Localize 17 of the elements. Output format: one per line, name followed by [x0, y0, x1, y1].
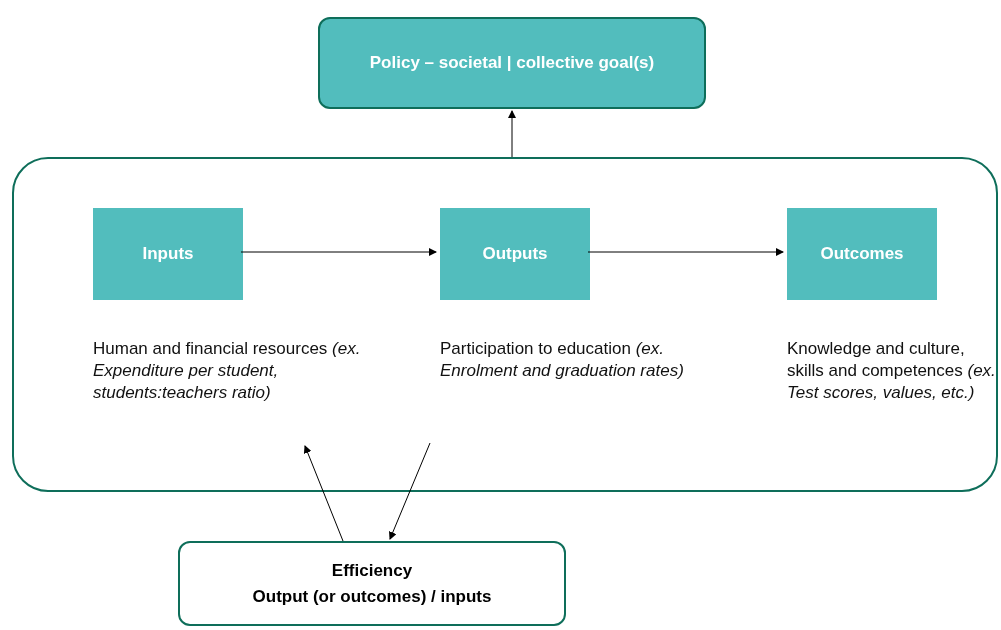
stage-box: Outputs	[440, 208, 590, 300]
arrow	[508, 110, 516, 158]
arrow	[389, 442, 431, 540]
stage-description: Knowledge and culture, skills and competences (ex. Test scores, values, etc.)	[787, 338, 997, 404]
stage-box: Inputs	[93, 208, 243, 300]
arrow	[587, 248, 784, 256]
arrow	[303, 445, 344, 542]
stage-description: Participation to education (ex. Enrolment and graduation rates)	[440, 338, 685, 382]
stage-box: Outcomes	[787, 208, 937, 300]
group-frame	[12, 157, 998, 492]
goal-box	[318, 17, 706, 109]
goal-text: Policy – societal | collective goal(s)	[369, 52, 655, 75]
arrow	[240, 248, 437, 256]
efficiency-box	[178, 541, 566, 626]
stage-description: Human and financial resources (ex. Expenditure per student, students:teachers ratio)	[93, 338, 362, 404]
box-formula: Output (or outcomes) / inputs	[252, 585, 492, 608]
box-heading: Efficiency	[331, 560, 413, 582]
